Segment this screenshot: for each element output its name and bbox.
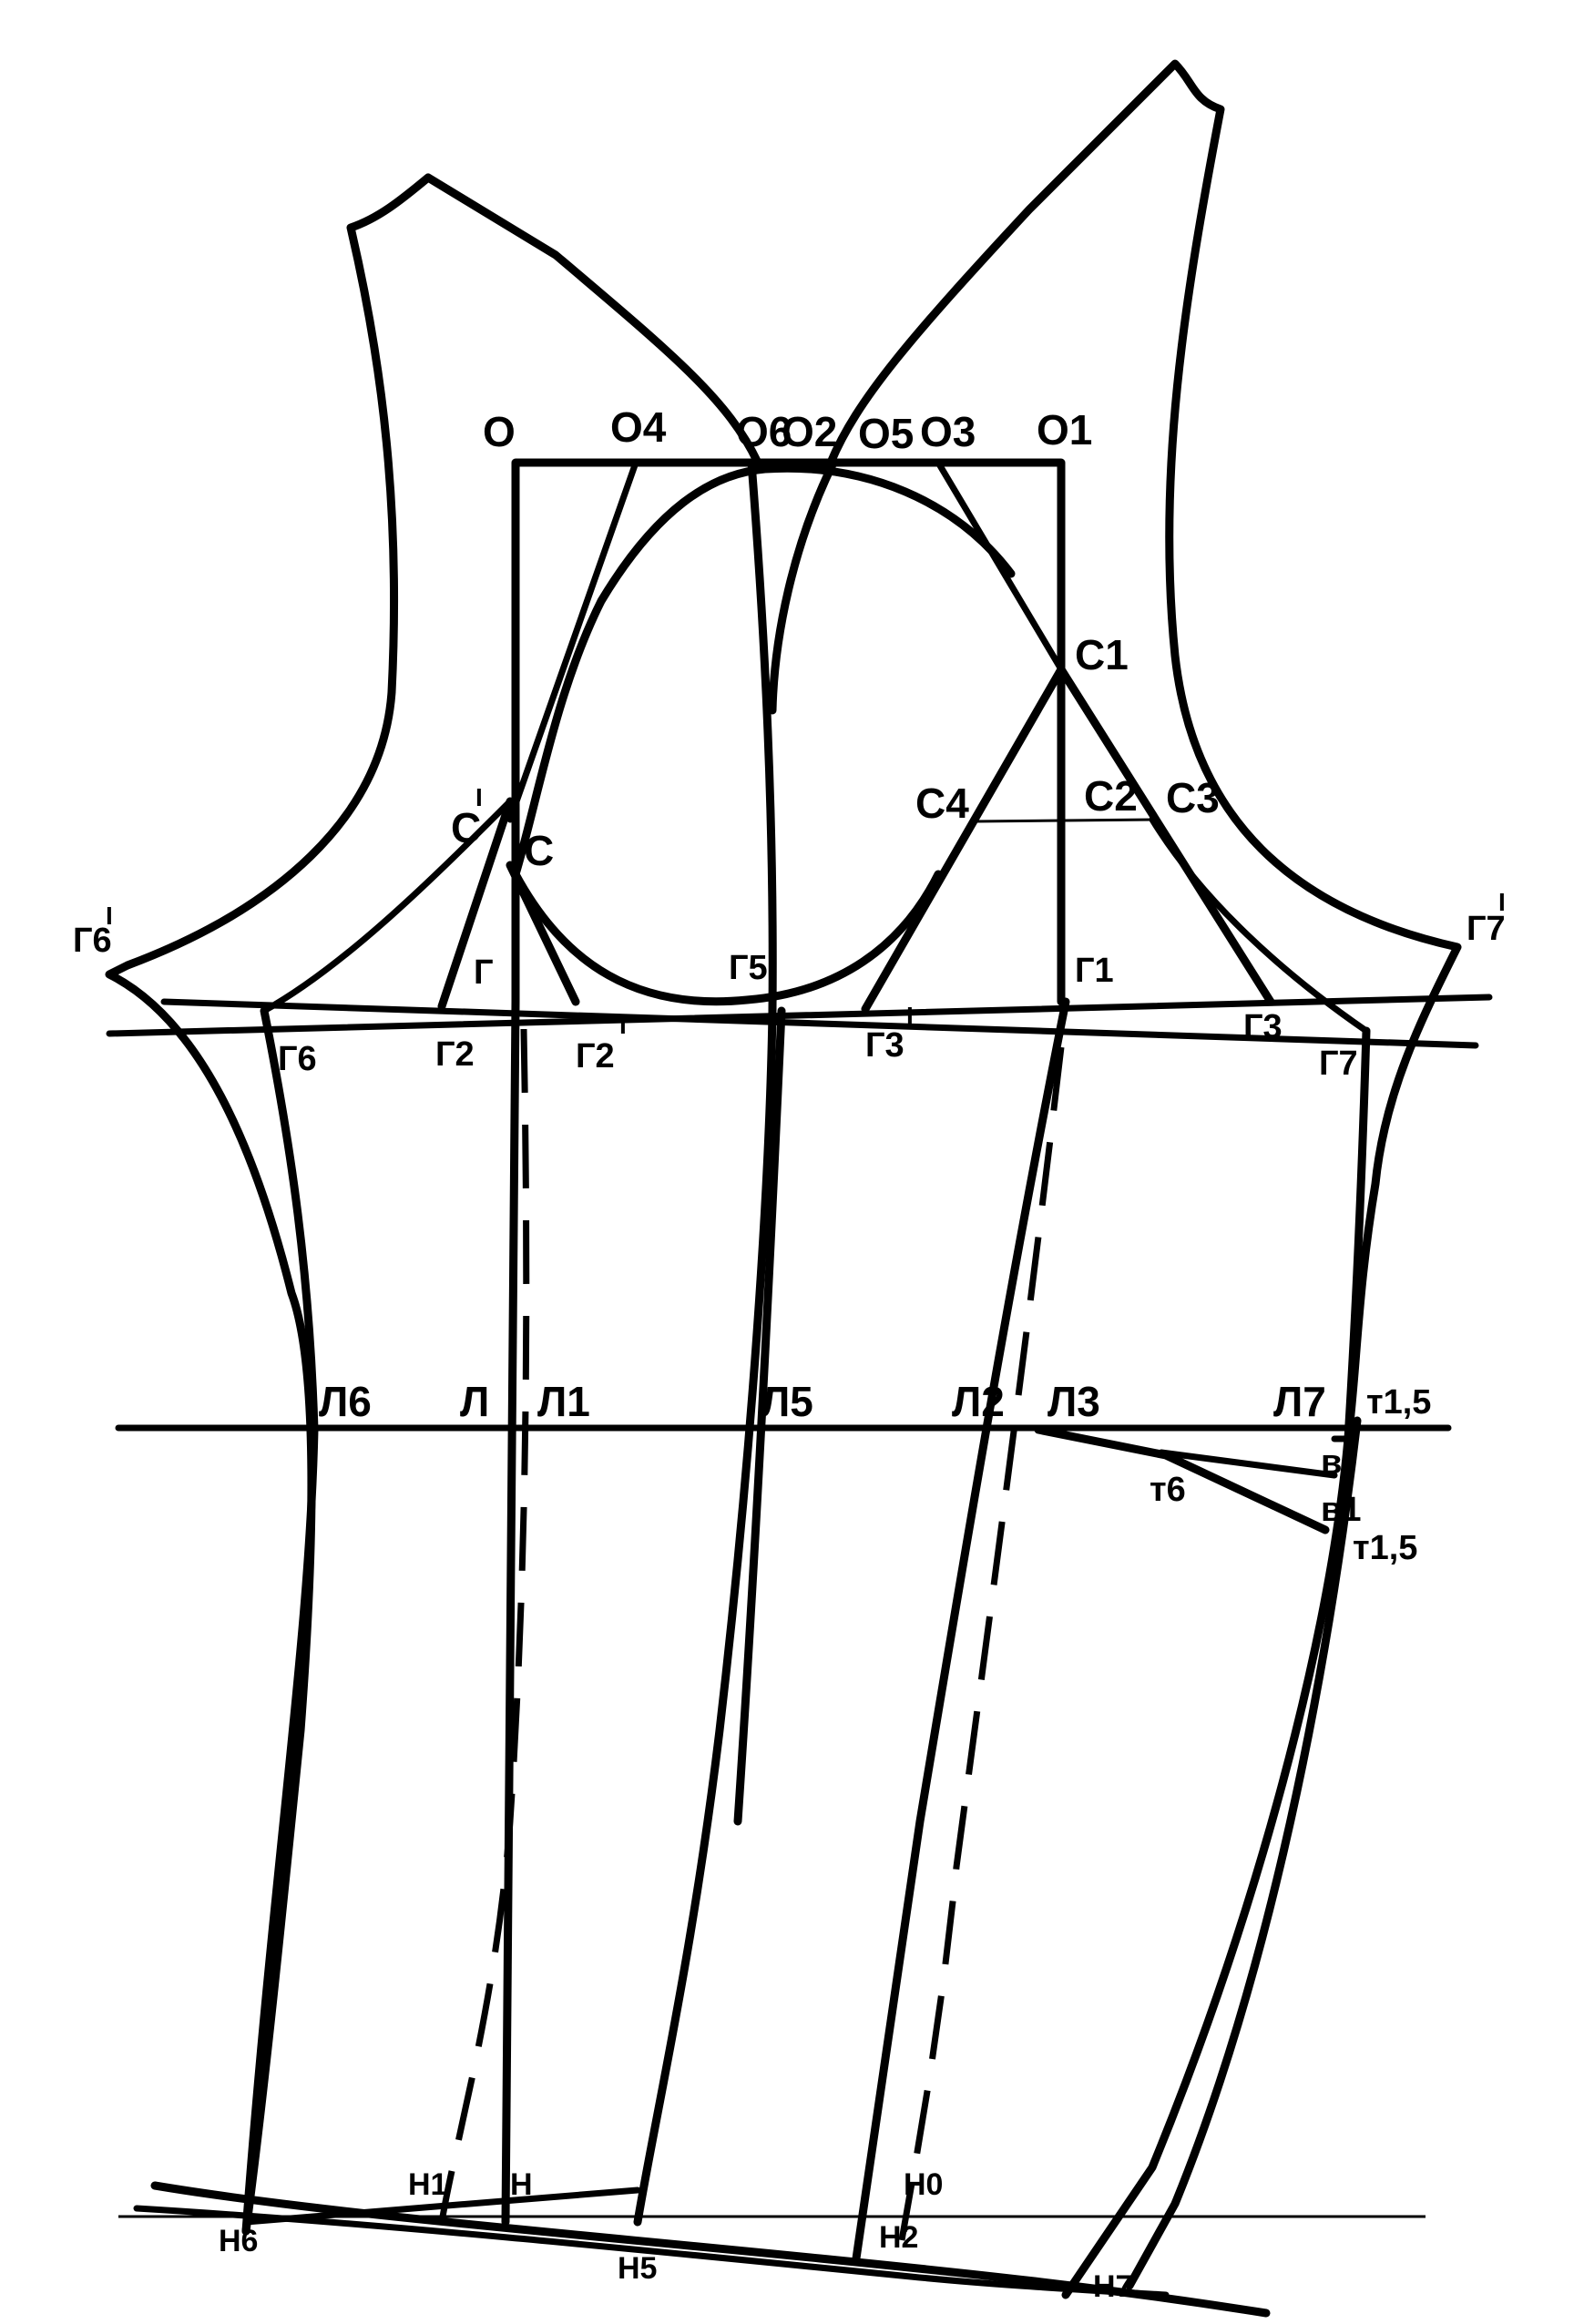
panel-seam-right-inner [733,1006,786,1826]
label-H0: Н0 [904,2167,943,2202]
label-L6: Л6 [319,1378,372,1425]
label-H2: Н2 [879,2220,918,2255]
label-O1: О1 [1037,406,1092,454]
label-H7: Н7 [1093,2269,1132,2304]
c4-c3-line [974,818,1156,823]
label-L: Л [460,1378,489,1425]
label-H5: Н5 [618,2251,657,2286]
back-outline [105,173,762,2236]
label-G3p: Г3 [865,1026,904,1065]
label-t15-bottom: т1,5 [1353,1529,1417,1567]
label-G2p: Г2 [576,1037,615,1075]
label-C4: С4 [915,780,969,827]
front-panel-dash [898,1046,1065,2241]
label-C-prime-mark: I [475,783,483,811]
c-g2-line [437,797,515,1011]
label-G2: Г2 [435,1035,475,1074]
label-L3: Л3 [1047,1378,1100,1425]
armhole-tangent-left [506,459,639,823]
label-G7p-mark: I [1498,888,1506,916]
label-L5: Л5 [761,1378,813,1425]
label-O: О [483,408,516,455]
label-C2: С2 [1084,772,1138,820]
label-C1: С1 [1075,631,1129,678]
label-C-prime: С [451,804,481,851]
label-v1: в1 [1321,1491,1362,1529]
back-side-seam [241,1006,319,2236]
label-O5: О5 [858,410,914,457]
label-G5: Г5 [729,949,768,987]
label-O6: О6 [736,408,792,455]
back-center-dash [438,1028,530,2223]
armhole-right-front [1149,816,1370,1035]
front-outline [826,59,1462,2299]
label-G6p: Г6 [73,922,112,960]
label-t15-top: т1,5 [1366,1383,1431,1422]
label-G2p-mark: I [619,1011,627,1039]
label-H1: Н1 [408,2167,447,2202]
label-G: Г [474,953,494,992]
label-G7p: Г7 [1466,910,1506,948]
label-v: в [1321,1443,1342,1482]
label-C3: С3 [1166,774,1220,821]
label-L7: Л7 [1273,1378,1326,1425]
front-side-seam [1344,1026,1371,1443]
chest-line-lower [106,994,1493,1037]
armhole-rectangle [511,458,1066,1006]
armhole-curve [511,870,943,1006]
label-G7: Г7 [1319,1045,1358,1083]
c1-g3p-line [861,665,1066,1014]
label-O3: О3 [920,408,976,455]
label-O4: О4 [610,403,667,451]
label-O2: О2 [782,408,837,455]
label-H: Н [510,2167,533,2202]
label-G6: Г6 [278,1040,317,1078]
armhole-top-curve [511,464,1016,879]
label-G3: Г3 [1243,1008,1283,1046]
panel-seam-mid [768,458,838,715]
waist-dart-lower [1158,1449,1338,1479]
hem-short-line [242,2186,641,2226]
c-g2p-line [506,861,580,1006]
armhole-tangent-right [935,459,1065,673]
armhole-left-back [261,798,514,1014]
label-L2: Л2 [952,1378,1005,1425]
label-G3p-mark: I [906,1002,914,1030]
label-G6p-mark: I [106,902,113,930]
label-H6: Н6 [219,2224,258,2258]
label-C: С [524,827,554,874]
chest-line-upper [160,998,1479,1049]
hem-curve-2 [133,2205,1170,2299]
front-panel-seam [852,997,1070,2263]
front-side-seam-lower [1125,1416,1362,2290]
panel-seam-left [633,458,777,2227]
label-L1: Л1 [537,1378,590,1425]
back-center-line [501,997,520,2227]
label-G1: Г1 [1075,952,1114,990]
dart-tick [1331,1435,1356,1452]
label-t6: т6 [1150,1471,1186,1509]
